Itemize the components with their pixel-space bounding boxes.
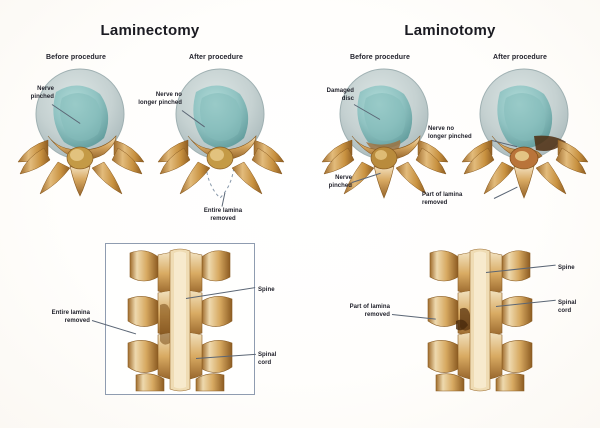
callout-spine-laminotomy: Spine — [558, 265, 575, 271]
panel-laminotomy: Laminotomy Before procedure After proced… — [300, 0, 600, 428]
posterior-spine-laminotomy — [427, 248, 533, 392]
callout-part-of-lamina-removed-top: Part of lamina removed — [422, 192, 463, 206]
callout-damaged-disc: Damaged disc — [326, 88, 354, 102]
vertebra-axial-after-laminectomy — [157, 68, 285, 199]
vertebra-axial-before-laminotomy — [321, 68, 449, 199]
vertebra-axial-before-laminectomy — [17, 68, 145, 197]
view-label-after-laminotomy: After procedure — [492, 54, 547, 61]
panel-laminectomy: Laminectomy Before procedure After proce… — [17, 22, 285, 395]
callout-entire-lamina-removed-inset: Entire lamina removed — [51, 310, 90, 324]
callout-spinal-cord-laminotomy: Spinal cord — [558, 300, 577, 314]
view-label-before-laminotomy: Before procedure — [350, 54, 410, 61]
callout-nerve-pinched-laminectomy: Nerve pinched — [30, 86, 54, 100]
callout-entire-lamina-removed-top: Entire lamina removed — [203, 208, 243, 222]
callout-part-of-lamina-removed-inset: Part of lamina removed — [349, 304, 390, 318]
callout-spinal-cord-laminectomy: Spinal cord — [258, 352, 277, 366]
view-label-after-laminectomy: After procedure — [188, 54, 243, 61]
posterior-spine-laminectomy — [127, 248, 233, 392]
panel-title-laminectomy: Laminectomy — [100, 22, 200, 39]
callout-spine-laminectomy: Spine — [258, 287, 275, 293]
vertebra-axial-after-laminotomy — [461, 68, 589, 199]
callout-nerve-no-longer-pinched-laminectomy: Nerve no longer pinched — [138, 92, 182, 106]
panel-title-laminotomy: Laminotomy — [404, 22, 496, 39]
callout-nerve-no-longer-pinched-laminotomy: Nerve no longer pinched — [428, 126, 472, 140]
callout-nerve-pinched-laminotomy: Nerve pinched — [328, 175, 352, 189]
view-label-before-laminectomy: Before procedure — [46, 54, 106, 61]
